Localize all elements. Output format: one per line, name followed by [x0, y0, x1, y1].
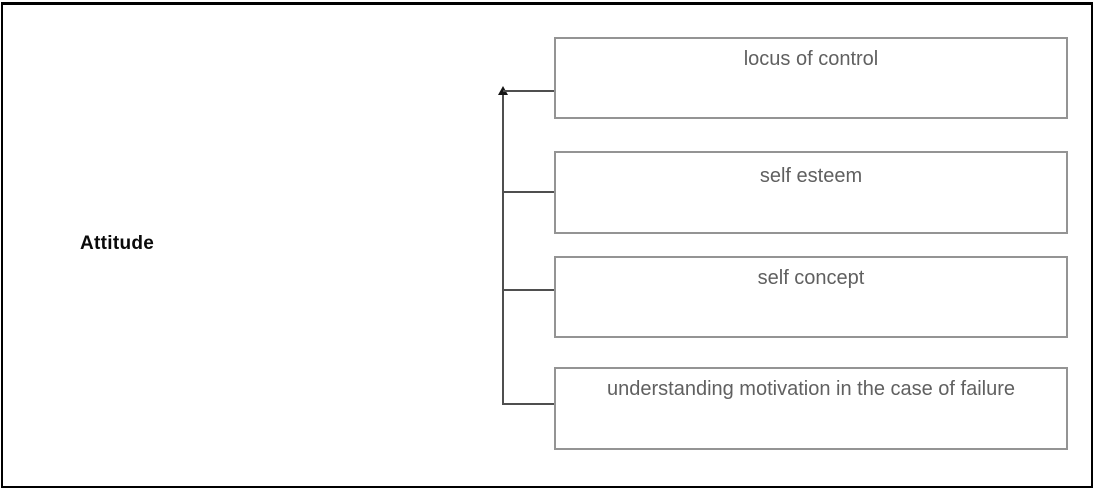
box-label: self esteem: [759, 165, 863, 187]
connector-trunk-line: [502, 93, 504, 405]
box-self-concept: self concept: [554, 256, 1068, 338]
page-border: [1, 2, 1093, 488]
connector-branch-line-1: [503, 90, 563, 92]
connector-branch-line-4: [503, 403, 555, 405]
box-understanding-motivation: understanding motivation in the case of …: [554, 367, 1068, 450]
connector-branch-line-2: [503, 191, 555, 193]
box-label: self concept: [757, 267, 865, 289]
box-label: locus of control: [743, 48, 879, 70]
box-locus-of-control: locus of control: [554, 37, 1068, 119]
box-label: understanding motivation in the case of …: [606, 378, 1016, 400]
box-self-esteem: self esteem: [554, 151, 1068, 234]
connector-branch-line-3: [503, 289, 555, 291]
root-node-label: Attitude: [80, 233, 155, 254]
